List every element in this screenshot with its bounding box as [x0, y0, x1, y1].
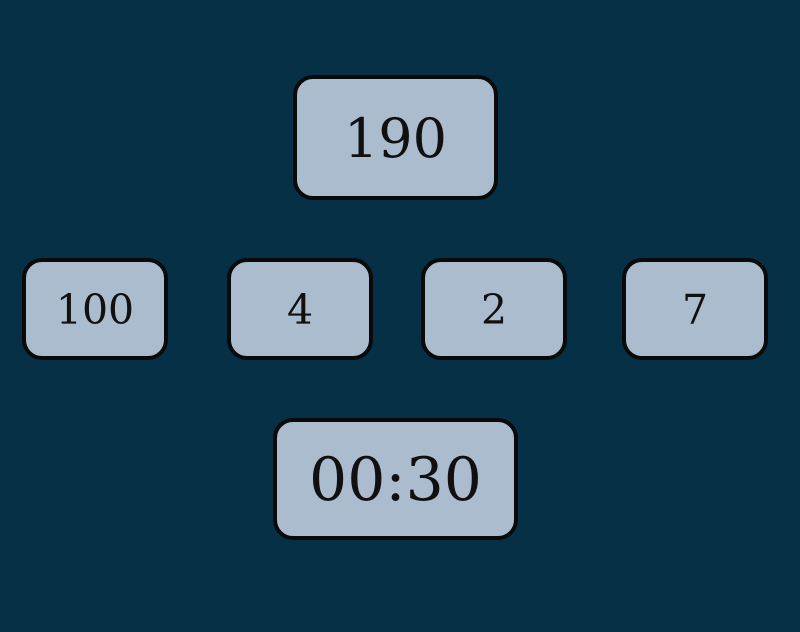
target-number-value: 190 [343, 106, 448, 170]
number-tile-value: 7 [681, 285, 709, 334]
number-tile-value: 2 [480, 285, 508, 334]
timer-value: 00:30 [309, 445, 482, 515]
number-tile[interactable]: 2 [421, 258, 567, 360]
number-tile-value: 100 [55, 285, 135, 334]
timer-tile: 00:30 [273, 418, 518, 540]
number-tile[interactable]: 4 [227, 258, 373, 360]
number-tile[interactable]: 7 [622, 258, 768, 360]
target-number-tile: 190 [293, 75, 498, 200]
number-tile-value: 4 [286, 285, 314, 334]
number-tile[interactable]: 100 [22, 258, 168, 360]
